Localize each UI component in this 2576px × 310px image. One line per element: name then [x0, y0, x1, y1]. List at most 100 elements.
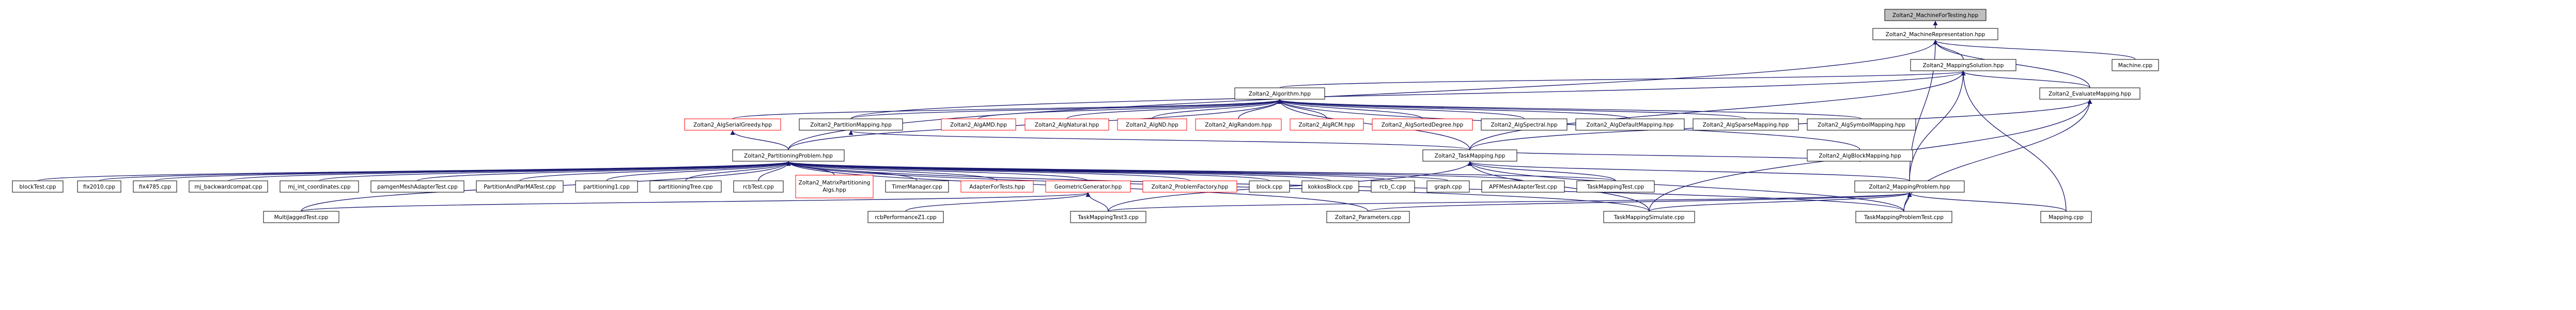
- node-label-fix2010: fix2010.cpp: [83, 184, 115, 190]
- node-algSparseMapping[interactable]: Zoltan2_AlgSparseMapping.hpp: [1693, 118, 1799, 131]
- node-machineRep[interactable]: Zoltan2_MachineRepresentation.hpp: [1872, 28, 1998, 40]
- node-rcbTest[interactable]: rcbTest.cpp: [733, 180, 784, 193]
- node-box-algSortedDegree: [1372, 118, 1473, 131]
- node-mappingProblem[interactable]: Zoltan2_MappingProblem.hpp: [1854, 180, 1965, 193]
- node-label-problemFactory: Zoltan2_ProblemFactory.hpp: [1152, 184, 1229, 190]
- node-box-machineCpp: [2112, 59, 2159, 71]
- node-rcbC[interactable]: rcb_C.cpp: [1371, 180, 1415, 193]
- node-algSymbolMapping[interactable]: Zoltan2_AlgSymbolMapping.hpp: [1807, 118, 1916, 131]
- node-timerManager[interactable]: TimerManager.cpp: [885, 180, 949, 193]
- node-label-algSymbolMapping: Zoltan2_AlgSymbolMapping.hpp: [1818, 122, 1905, 128]
- node-label-taskMapSim: TaskMappingSimulate.cpp: [1613, 214, 1685, 221]
- node-mappingSol[interactable]: Zoltan2_MappingSolution.hpp: [1910, 59, 2016, 71]
- edge-taskMapProbTest-to-mappingProblem: [1903, 192, 1912, 212]
- edge-mjBackward-to-partProblem: [228, 161, 791, 181]
- edge-algSerialGreedy-to-algorithm: [732, 99, 1282, 119]
- node-algDefaultMapping[interactable]: Zoltan2_AlgDefaultMapping.hpp: [1575, 118, 1685, 131]
- node-fix4785[interactable]: fix4785.cpp: [133, 180, 177, 193]
- node-label-rcbC: rcb_C.cpp: [1379, 184, 1406, 190]
- edge-taskMapProbTest-to-taskMapping: [1467, 161, 1904, 212]
- node-partTree[interactable]: partitioningTree.cpp: [649, 180, 722, 193]
- node-label-algSpectral: Zoltan2_AlgSpectral.hpp: [1491, 122, 1557, 128]
- node-problemFactory[interactable]: Zoltan2_ProblemFactory.hpp: [1142, 180, 1237, 193]
- node-taskMapSim[interactable]: TaskMappingSimulate.cpp: [1603, 211, 1695, 223]
- node-multiJagged[interactable]: MultiJaggedTest.cpp: [263, 211, 339, 223]
- node-z2Params[interactable]: Zoltan2_Parameters.cpp: [1326, 211, 1410, 223]
- edge-algSparseMapping-to-algorithm: [1277, 99, 1746, 119]
- node-partitioning1[interactable]: partitioning1.cpp: [575, 180, 638, 193]
- node-algRandom[interactable]: Zoltan2_AlgRandom.hpp: [1195, 118, 1282, 131]
- node-machineCpp[interactable]: Machine.cpp: [2112, 59, 2159, 71]
- node-pamgenMesh[interactable]: pamgenMeshAdapterTest.cpp: [370, 180, 464, 193]
- node-label-algorithm: Zoltan2_Algorithm.hpp: [1249, 91, 1311, 97]
- node-rcbPerf[interactable]: rcbPerformanceZ1.cpp: [867, 211, 944, 223]
- node-label-pamgenMesh: pamgenMeshAdapterTest.cpp: [377, 184, 458, 190]
- node-algSerialGreedy[interactable]: Zoltan2_AlgSerialGreedy.hpp: [684, 118, 781, 131]
- node-box-pamgenMesh: [370, 180, 464, 193]
- node-label-taskMapping: Zoltan2_TaskMapping.hpp: [1435, 153, 1506, 159]
- node-algorithm[interactable]: Zoltan2_Algorithm.hpp: [1234, 87, 1325, 100]
- node-label-taskMapProbTest: TaskMappingProblemTest.cpp: [1864, 214, 1944, 221]
- node-kokkosBlock[interactable]: kokkosBlock.cpp: [1301, 180, 1359, 193]
- edge-taskMapSim-to-mappingProblem: [1649, 192, 1912, 212]
- node-apfMesh[interactable]: APFMeshAdapterTest.cpp: [1481, 180, 1565, 193]
- node-algNatural[interactable]: Zoltan2_AlgNatural.hpp: [1025, 118, 1109, 131]
- edge-taskMapProbTest-to-evalMap: [1903, 99, 2092, 212]
- node-partMapping[interactable]: Zoltan2_PartitionMapping.hpp: [799, 118, 903, 131]
- edge-algBlockMapping-to-algorithm: [1277, 99, 1860, 150]
- node-partProblem[interactable]: Zoltan2_PartitioningProblem.hpp: [732, 149, 845, 162]
- node-root[interactable]: Zoltan2_MachineForTesting.hpp: [1884, 9, 1987, 21]
- node-box-fix2010: [77, 180, 121, 193]
- edge-taskMapTest3-to-geoGen: [1085, 192, 1109, 212]
- node-box-algRCM: [1290, 118, 1364, 131]
- node-box-partTree: [649, 180, 722, 193]
- node-mjIntCoord[interactable]: mj_int_coordinates.cpp: [280, 180, 359, 193]
- node-taskMapTest3[interactable]: TaskMappingTest3.cpp: [1070, 211, 1146, 223]
- node-box-taskMapProbTest: [1855, 211, 1952, 223]
- node-box-algorithm: [1234, 87, 1325, 100]
- node-blockTest[interactable]: blockTest.cpp: [12, 180, 64, 193]
- node-box-apfMesh: [1481, 180, 1565, 193]
- node-box-rcbTest: [733, 180, 784, 193]
- node-label-adapterTests: AdapterForTests.hpp: [969, 184, 1025, 190]
- node-mjBackward[interactable]: mj_backwardcompat.cpp: [189, 180, 268, 193]
- node-algAMD[interactable]: Zoltan2_AlgAMD.hpp: [941, 118, 1016, 131]
- node-box-partProblem: [732, 149, 845, 162]
- node-box-algSerialGreedy: [684, 118, 781, 131]
- node-box-algSpectral: [1481, 118, 1568, 131]
- edge-taskMapTest-to-taskMapping: [1467, 161, 1616, 181]
- node-fix2010[interactable]: fix2010.cpp: [77, 180, 121, 193]
- node-algND[interactable]: Zoltan2_AlgND.hpp: [1117, 118, 1187, 131]
- node-label-algBlockMapping: Zoltan2_AlgBlockMapping.hpp: [1819, 153, 1901, 159]
- node-algRCM[interactable]: Zoltan2_AlgRCM.hpp: [1290, 118, 1364, 131]
- node-box-rcbPerf: [867, 211, 944, 223]
- node-label-z2Params: Zoltan2_Parameters.cpp: [1335, 214, 1402, 221]
- node-partAndPMR[interactable]: PartitionAndParMATest.cpp: [476, 180, 564, 193]
- node-box-kokkosBlock: [1301, 180, 1359, 193]
- node-box-taskMapTest3: [1070, 211, 1146, 223]
- node-adapterTests[interactable]: AdapterForTests.hpp: [960, 180, 1034, 193]
- edge-taskMapTest-to-partProblem: [786, 161, 1616, 181]
- edge-partMapping-to-mappingSol: [850, 71, 1966, 119]
- node-graphCpp[interactable]: graph.cpp: [1426, 180, 1470, 193]
- node-label-partTree: partitioningTree.cpp: [658, 184, 712, 190]
- node-evalMap[interactable]: Zoltan2_EvaluateMapping.hpp: [2039, 87, 2140, 100]
- node-taskMapProbTest[interactable]: TaskMappingProblemTest.cpp: [1855, 211, 1952, 223]
- graph-nodes: Zoltan2_MachineForTesting.hppZoltan2_Mac…: [12, 9, 2159, 223]
- node-algSortedDegree[interactable]: Zoltan2_AlgSortedDegree.hpp: [1372, 118, 1473, 131]
- node-label-algSparseMapping: Zoltan2_AlgSparseMapping.hpp: [1703, 122, 1789, 128]
- edge-partTree-to-partProblem: [685, 161, 791, 181]
- node-label-multiJagged: MultiJaggedTest.cpp: [274, 214, 329, 221]
- node-taskMapping[interactable]: Zoltan2_TaskMapping.hpp: [1422, 149, 1517, 162]
- node-blockCpp[interactable]: block.cpp: [1249, 180, 1290, 193]
- node-label-mappingCpp: Mapping.cpp: [2049, 214, 2084, 221]
- node-label-mappingSol: Zoltan2_MappingSolution.hpp: [1923, 63, 2004, 69]
- node-algBlockMapping[interactable]: Zoltan2_AlgBlockMapping.hpp: [1807, 149, 1913, 162]
- node-box-graphCpp: [1426, 180, 1470, 193]
- node-taskMapTest[interactable]: TaskMappingTest.cpp: [1576, 180, 1655, 193]
- node-geoGen[interactable]: GeometricGenerator.hpp: [1045, 180, 1131, 193]
- node-algSpectral[interactable]: Zoltan2_AlgSpectral.hpp: [1481, 118, 1568, 131]
- node-box-adapterTests: [960, 180, 1034, 193]
- node-mappingCpp[interactable]: Mapping.cpp: [2040, 211, 2092, 223]
